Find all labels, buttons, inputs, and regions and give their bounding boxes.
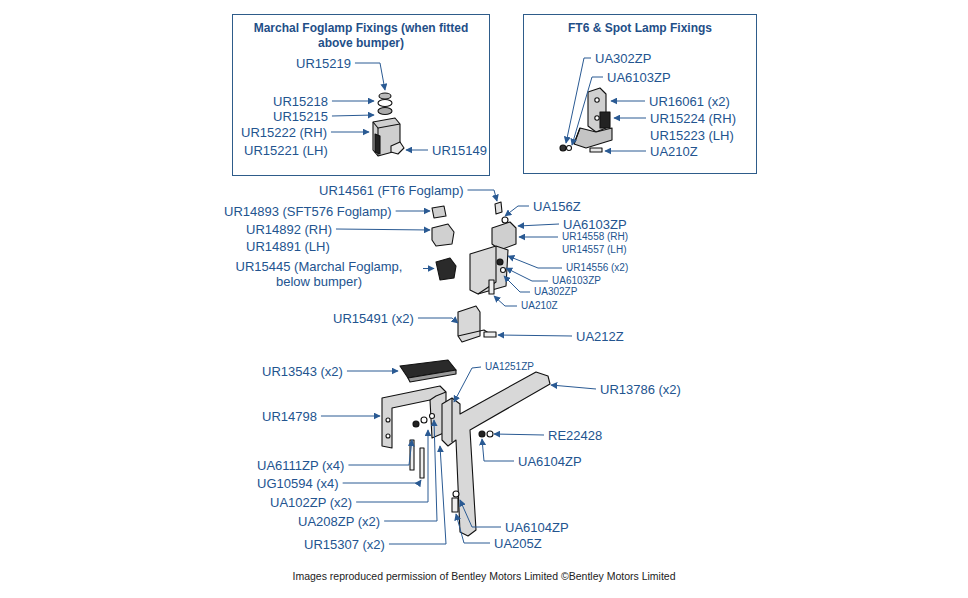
leader-line <box>506 268 548 281</box>
part-number: UA1251ZP <box>485 361 534 373</box>
leader-line <box>418 318 458 323</box>
leader-line <box>331 132 369 133</box>
part-number: UA210Z <box>521 300 558 312</box>
copyright-caption: Images reproduced permission of Bentley … <box>0 570 968 582</box>
part-number: UR15223 (LH) <box>650 128 734 143</box>
part-number: UR15218 <box>273 94 328 109</box>
part-number: UR13543 (x2) <box>262 364 343 379</box>
part-number: UG10594 (x4) <box>257 476 339 491</box>
leader-line <box>389 446 446 544</box>
part-number: UA102ZP (x2) <box>270 495 352 510</box>
leader-line <box>321 416 380 417</box>
part-number: UA302ZP <box>595 51 651 66</box>
part-number: UR15224 (RH) <box>650 111 736 126</box>
leader-line <box>614 118 646 119</box>
leader-line <box>406 150 428 151</box>
leader-line <box>551 385 596 389</box>
part-number: UR15221 (LH) <box>244 143 328 158</box>
part-number: UA302ZP <box>534 286 577 298</box>
leader-line <box>611 101 645 102</box>
part-number: UA6103ZP <box>607 70 671 85</box>
part-number: UA210Z <box>650 144 698 159</box>
leader-line <box>343 480 421 483</box>
panel-heading: FT6 & Spot Lamp Fixings <box>524 15 756 36</box>
part-number: UR15219 <box>296 56 351 71</box>
part-number: UA6103ZP <box>552 275 601 287</box>
part-number: UR14892 (RH) <box>246 222 332 237</box>
part-number: UR15491 (x2) <box>333 311 414 326</box>
leader-line <box>572 77 603 145</box>
part-number: UR15149 <box>432 143 487 158</box>
part-number: UA6111ZP (x4) <box>257 458 344 473</box>
leader-line <box>482 439 514 461</box>
part-number: UA6103ZP <box>563 217 627 232</box>
part-number: UR15445 (Marchal Foglamp, below bumper) <box>219 259 419 289</box>
leader-line <box>494 296 517 306</box>
leader-line <box>519 237 558 238</box>
panel-heading: Marchal Foglamp Fixings (when fitted abo… <box>233 15 489 51</box>
leader-line <box>454 367 481 402</box>
leader-line <box>468 190 498 201</box>
leader-line <box>498 335 572 336</box>
leader-line <box>423 268 434 269</box>
leader-line <box>456 514 490 543</box>
leader-line <box>348 440 412 465</box>
leader-line <box>504 276 530 292</box>
part-number: RE22428 <box>548 428 602 443</box>
part-number: UA205Z <box>494 536 542 551</box>
leader-line <box>336 229 430 230</box>
part-number: UR15215 <box>273 109 328 124</box>
leader-line <box>356 430 428 502</box>
leader-line <box>518 224 559 226</box>
leader-line <box>566 58 591 143</box>
part-number: UR14558 (RH) <box>562 231 628 243</box>
leader-line <box>332 101 374 102</box>
part-number: UR15307 (x2) <box>304 537 385 552</box>
part-number: UR14798 <box>262 409 317 424</box>
part-number: UA208ZP (x2) <box>298 514 380 529</box>
part-number: UR14893 (SFT576 Foglamp) <box>224 204 392 219</box>
leader-line <box>355 63 385 90</box>
leader-line <box>347 371 398 372</box>
part-number: UR14561 (FT6 Foglamp) <box>319 183 464 198</box>
part-number: UA6104ZP <box>505 520 569 535</box>
part-number: UA156Z <box>533 199 581 214</box>
part-number: UA6104ZP <box>518 454 582 469</box>
part-number: UA212Z <box>576 329 624 344</box>
part-number: UR15222 (RH) <box>241 125 327 140</box>
leader-line <box>396 211 430 212</box>
leader-line <box>505 206 529 216</box>
leader-line <box>384 420 437 521</box>
leader-line <box>508 256 562 268</box>
leader-line <box>460 500 501 527</box>
part-number: UR13786 (x2) <box>600 382 681 397</box>
part-number: UR14557 (LH) <box>562 244 626 256</box>
leader-line <box>605 151 646 152</box>
part-number: UR16061 (x2) <box>649 94 730 109</box>
leader-line <box>332 115 374 116</box>
part-number: UR14891 (LH) <box>246 239 330 254</box>
leader-line <box>494 434 544 435</box>
part-number: UR14556 (x2) <box>566 262 628 274</box>
